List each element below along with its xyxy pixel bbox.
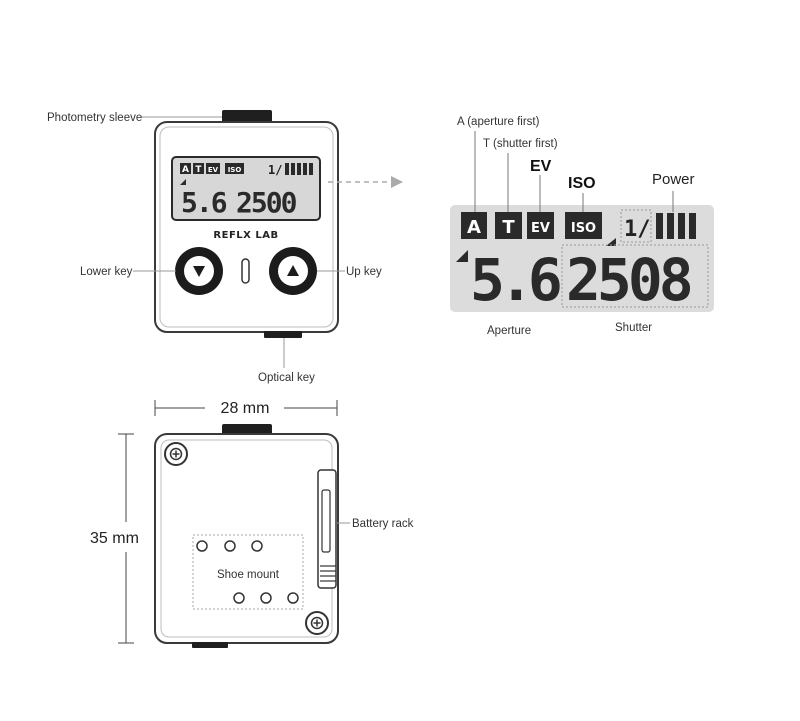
enlarged-lcd: A T EV ISO 1/ 5.6 2508 [450,205,714,314]
triangle-down-icon [193,266,205,277]
front-lcd-power-bars [285,163,313,175]
front-lcd-aperture: 5.6 [181,186,227,219]
back-body [154,433,339,644]
photometry-sleeve-part [222,110,272,123]
label-power: Power [652,171,695,188]
label-shutter-first: T (shutter first) [483,138,558,150]
lcd-aperture-value: 5.6 [470,246,560,314]
front-lcd-mode-t: T [195,165,202,175]
label-photometry-sleeve: Photometry sleeve [47,112,142,124]
label-shoe-mount: Shoe mount [217,569,280,581]
front-lcd-iso: ISO [228,166,242,174]
front-lcd-ev: EV [208,166,219,174]
battery-rack-part [317,469,337,589]
label-ev: EV [530,158,552,175]
label-up-key: Up key [346,266,382,278]
front-lcd-mode-a: A [182,165,189,175]
screw-bottom-right [305,611,329,635]
lcd-mode-a: A [467,217,481,238]
lcd-iso: ISO [571,221,596,236]
height-dimension: 35 mm [90,433,139,644]
optical-key-part [264,331,302,338]
label-aperture-first: A (aperture first) [457,116,540,128]
front-lcd-shutter: 2500 [236,186,297,219]
label-optical-key: Optical key [258,372,315,384]
dimension-height-label: 35 mm [90,530,139,547]
triangle-up-icon [287,265,299,276]
label-aperture: Aperture [487,325,531,337]
lcd-mode-t: T [502,217,515,238]
label-iso: ISO [568,175,596,192]
back-device: Shoe mount [154,424,339,648]
center-indicator [241,258,250,284]
lcd-fraction: 1/ [624,217,651,242]
lower-key-button[interactable] [175,247,223,295]
lcd-shutter-value: 2508 [566,246,691,314]
front-lcd-fraction: 1/ [268,163,282,177]
shoe-mount-area: Shoe mount [192,534,304,610]
front-device: A T EV ISO 1/ 5.6 2500 REFLX LAB [154,110,339,338]
lcd-ev: EV [531,221,550,236]
brand-logo-text: REFLX LAB [213,230,278,241]
label-battery-rack: Battery rack [352,518,414,530]
front-body [154,121,339,333]
width-dimension: 28 mm [154,400,338,417]
label-shutter: Shutter [615,322,652,334]
lcd-power-bars [656,213,696,239]
up-key-button[interactable] [269,247,317,295]
dimension-width-label: 28 mm [221,400,270,417]
label-lower-key: Lower key [80,266,133,278]
screw-top-left [164,442,188,466]
